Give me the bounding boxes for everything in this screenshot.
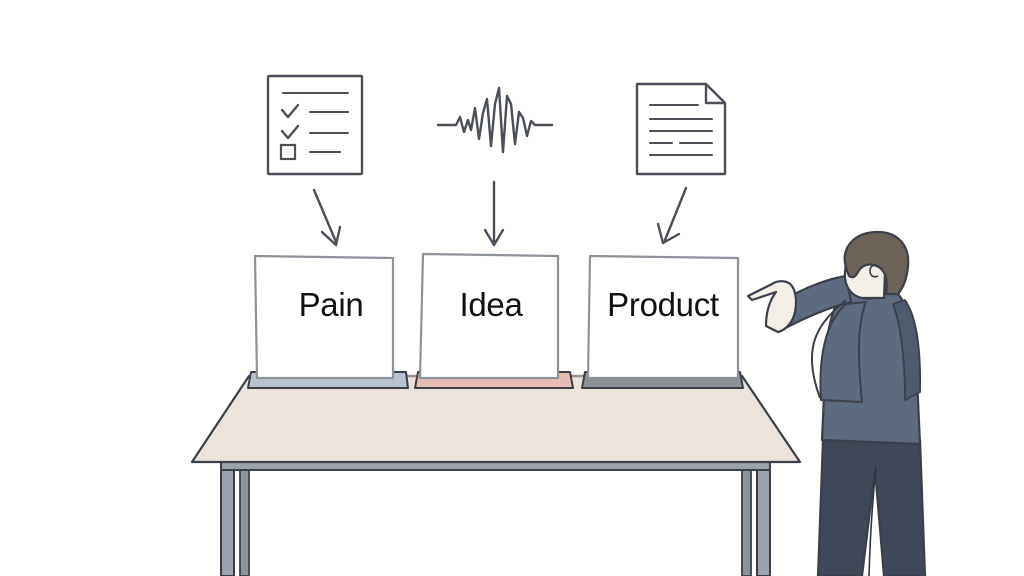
- presenter-forearm: [819, 301, 867, 403]
- presenter: [746, 230, 927, 576]
- document-icon: [635, 82, 727, 176]
- card-pain[interactable]: [253, 254, 395, 380]
- presenter-ear: [869, 264, 879, 278]
- presenter-far-arm: [892, 299, 922, 401]
- presenter-hair: [843, 230, 910, 296]
- trouser-crease: [868, 465, 877, 576]
- card-idea[interactable]: [418, 252, 560, 380]
- presenter-trousers: [816, 438, 927, 576]
- arrow-waveform-to-idea: [483, 180, 505, 247]
- arrow-document-to-product: [656, 186, 688, 245]
- card-label-product: Product: [607, 286, 719, 323]
- sleeve-fold: [810, 299, 847, 399]
- checklist-icon: [266, 74, 364, 176]
- table: [190, 374, 802, 576]
- card-label-pain: Pain: [298, 286, 364, 323]
- audio-waveform-icon: [436, 86, 554, 154]
- card-product[interactable]: [586, 254, 740, 380]
- pointing-hand-icon: [746, 280, 798, 334]
- arrow-checklist-to-pain: [312, 188, 342, 247]
- card-label-idea: Idea: [459, 286, 523, 323]
